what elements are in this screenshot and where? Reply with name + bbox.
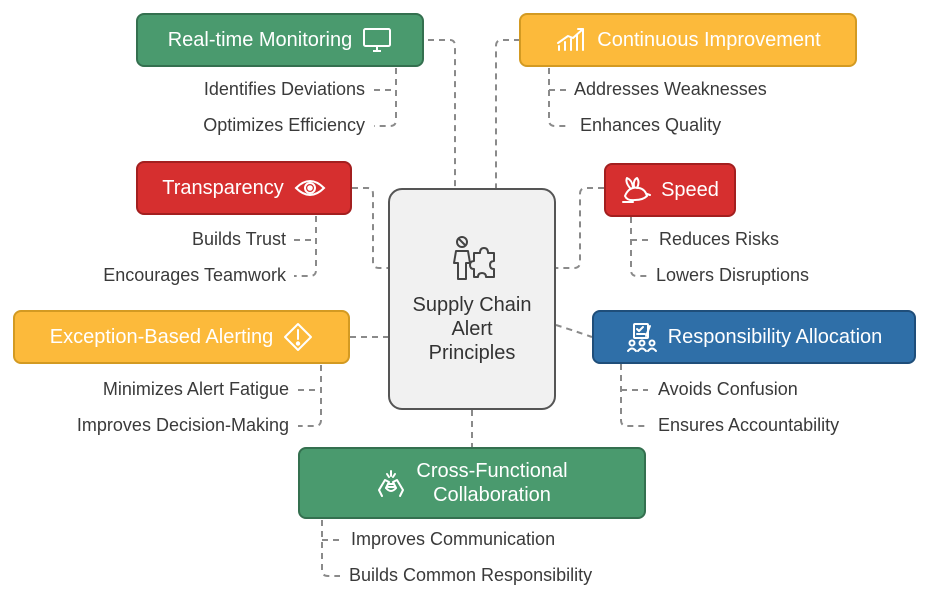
- bracket-continuous: [548, 68, 566, 127]
- speed-item-2: Lowers Disruptions: [656, 265, 810, 285]
- responsibility-item-1: Avoids Confusion: [658, 379, 798, 399]
- node-cross-functional-collaboration: Cross-Functional Collaboration: [298, 447, 646, 519]
- person-puzzle-icon: [446, 233, 498, 285]
- node-realtime-label: Real-time Monitoring: [167, 28, 353, 51]
- connector-transparency: [352, 187, 388, 269]
- node-crossfunctional-line1: Cross-Functional: [416, 460, 568, 482]
- node-transparency-label: Transparency: [162, 176, 284, 199]
- node-crossfunctional-line2: Collaboration: [433, 484, 551, 506]
- exception-item-1: Minimizes Alert Fatigue: [102, 379, 289, 399]
- rabbit-icon: [621, 176, 652, 204]
- node-continuous-improvement: Continuous Improvement: [519, 13, 857, 67]
- warning-diamond-icon: [283, 322, 313, 352]
- hands-together-icon: [376, 468, 406, 498]
- bracket-transparency: [294, 216, 317, 277]
- realtime-item-2: Optimizes Efficiency: [203, 115, 365, 135]
- exception-item-2: Improves Decision-Making: [76, 415, 289, 435]
- bracket-responsibility: [620, 364, 648, 427]
- speed-item-1: Reduces Risks: [659, 229, 780, 249]
- center-node: Supply Chain Alert Principles: [388, 188, 556, 410]
- growth-chart-icon: [555, 26, 587, 54]
- connector-speed: [556, 187, 604, 269]
- responsibility-item-2: Ensures Accountability: [658, 415, 840, 435]
- node-exception-label: Exception-Based Alerting: [49, 325, 274, 348]
- continuous-item-1: Addresses Weaknesses: [574, 79, 767, 99]
- team-checklist-icon: [626, 322, 658, 352]
- bracket-speed: [630, 217, 648, 277]
- node-speed: Speed: [604, 163, 736, 217]
- node-speed-label: Speed: [661, 178, 719, 201]
- node-continuous-label: Continuous Improvement: [597, 28, 821, 51]
- eye-icon: [294, 177, 326, 199]
- continuous-item-2: Enhances Quality: [580, 115, 722, 135]
- monitor-icon: [362, 27, 392, 53]
- crossfunctional-item-1: Improves Communication: [351, 529, 556, 549]
- transparency-item-1: Builds Trust: [191, 229, 286, 249]
- bracket-realtime: [374, 68, 397, 127]
- crossfunctional-item-2: Builds Common Responsibility: [349, 565, 593, 585]
- connector-continuous: [495, 39, 520, 188]
- node-responsibility-allocation: Responsibility Allocation: [592, 310, 916, 364]
- connector-realtime: [428, 39, 456, 188]
- bracket-crossfunctional: [321, 520, 342, 577]
- bracket-exception: [298, 365, 322, 427]
- center-title: Supply Chain Alert Principles: [412, 294, 532, 364]
- node-transparency: Transparency: [136, 161, 352, 215]
- connector-responsibility: [555, 324, 593, 338]
- realtime-item-1: Identifies Deviations: [203, 79, 365, 99]
- transparency-item-2: Encourages Teamwork: [103, 265, 286, 285]
- node-crossfunctional-label: Cross-Functional Collaboration: [416, 459, 567, 507]
- node-realtime-monitoring: Real-time Monitoring: [136, 13, 424, 67]
- node-responsibility-label: Responsibility Allocation: [667, 325, 883, 348]
- node-exception-alerting: Exception-Based Alerting: [13, 310, 350, 364]
